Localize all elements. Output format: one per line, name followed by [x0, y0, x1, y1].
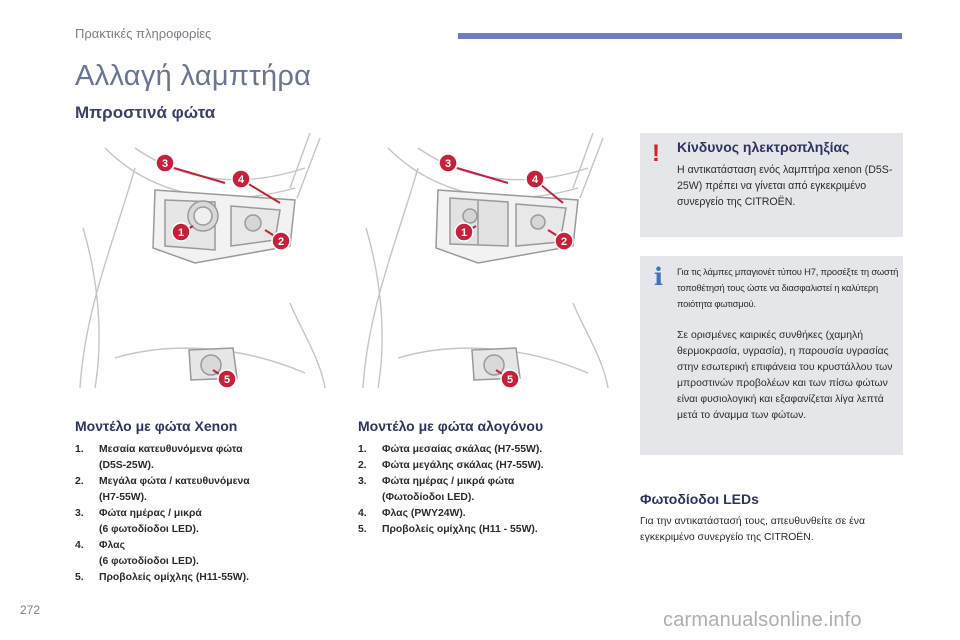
- callout-5: 5: [217, 369, 237, 389]
- page-subtitle: Μπροστινά φώτα: [75, 103, 216, 122]
- xenon-headlamp-illustration: 3 4 1 2 5: [79, 132, 326, 389]
- callout-1: 1: [454, 222, 474, 242]
- list-item: 2.Μεγάλα φώτα / κατευθυνόμενα (H7-55W).: [75, 476, 250, 503]
- list-item: 4.Φλας (PWY24W).: [358, 508, 466, 519]
- header-bar: [458, 33, 902, 39]
- svg-text:4: 4: [532, 174, 539, 186]
- halogen-model-heading: Μοντέλο με φώτα αλογόνου: [358, 418, 544, 434]
- danger-box: [640, 133, 903, 237]
- leds-heading: Φωτοδίοδοι LEDs: [640, 491, 759, 507]
- info-box: [640, 256, 903, 455]
- svg-text:1: 1: [461, 227, 467, 239]
- callout-2: 2: [271, 231, 291, 251]
- list-item: 5.Προβολείς ομίχλης (H11-55W).: [75, 572, 249, 583]
- halogen-bulb-list: 1.Φώτα μεσαίας σκάλας (H7-55W). 2.Φώτα μ…: [358, 442, 608, 538]
- svg-text:2: 2: [561, 236, 567, 248]
- list-item: 1.Μεσαία κατευθυνόμενα φώτα (D5S-25W).: [75, 444, 243, 471]
- list-item: 5.Προβολείς ομίχλης (H11 - 55W).: [358, 524, 538, 535]
- list-item: 1.Φώτα μεσαίας σκάλας (H7-55W).: [358, 444, 543, 455]
- xenon-model-heading: Μοντέλο με φώτα Xenon: [75, 418, 238, 434]
- watermark: carmanualsonline.info: [663, 609, 862, 631]
- halogen-headlamp-illustration: 3 4 1 2 5: [362, 132, 609, 389]
- list-item: 2.Φώτα μεγάλης σκάλας (H7-55W).: [358, 460, 544, 471]
- list-item: 3.Φώτα ημέρας / μικρά (6 φωτοδίοδοι LED)…: [75, 508, 202, 535]
- callout-5: 5: [500, 369, 520, 389]
- svg-text:4: 4: [238, 174, 245, 186]
- warning-exclamation-icon: !: [652, 140, 660, 167]
- info-icon: i: [654, 262, 664, 291]
- page-title: Αλλαγή λαμπτήρα: [75, 60, 312, 92]
- callout-3: 3: [438, 153, 458, 173]
- xenon-bulb-list: 1.Μεσαία κατευθυνόμενα φώτα (D5S-25W). 2…: [75, 442, 330, 586]
- list-item: 4.Φλας (6 φωτοδίοδοι LED).: [75, 540, 199, 567]
- section-label: Πρακτικές πληροφορίες: [75, 26, 212, 41]
- callout-4: 4: [231, 169, 251, 189]
- svg-text:3: 3: [445, 158, 451, 170]
- svg-text:1: 1: [178, 227, 184, 239]
- list-item: 3.Φώτα ημέρας / μικρά φώτα (Φωτοδίοδοι L…: [358, 476, 515, 503]
- callout-1: 1: [171, 222, 191, 242]
- callout-3: 3: [155, 153, 175, 173]
- info-text-bayonet: Για τις λάμπες μπαγιονέτ τύπου H7, προσέ…: [677, 266, 899, 309]
- leds-text: Για την αντικατάστασή τους, απευθυνθείτε…: [640, 516, 866, 543]
- svg-text:2: 2: [278, 236, 284, 248]
- svg-text:5: 5: [507, 374, 513, 386]
- page-number: 272: [20, 603, 41, 617]
- svg-text:5: 5: [224, 374, 230, 386]
- danger-title: Κίνδυνος ηλεκτροπληξίας: [677, 139, 850, 155]
- danger-text: Η αντικατάσταση ενός λαμπτήρα xenon (D5S…: [677, 164, 893, 208]
- callout-4: 4: [525, 169, 545, 189]
- info-text-condensation: Σε ορισμένες καιρικές συνθήκες (χαμηλή θ…: [677, 330, 893, 421]
- callout-2: 2: [554, 231, 574, 251]
- svg-text:3: 3: [162, 158, 168, 170]
